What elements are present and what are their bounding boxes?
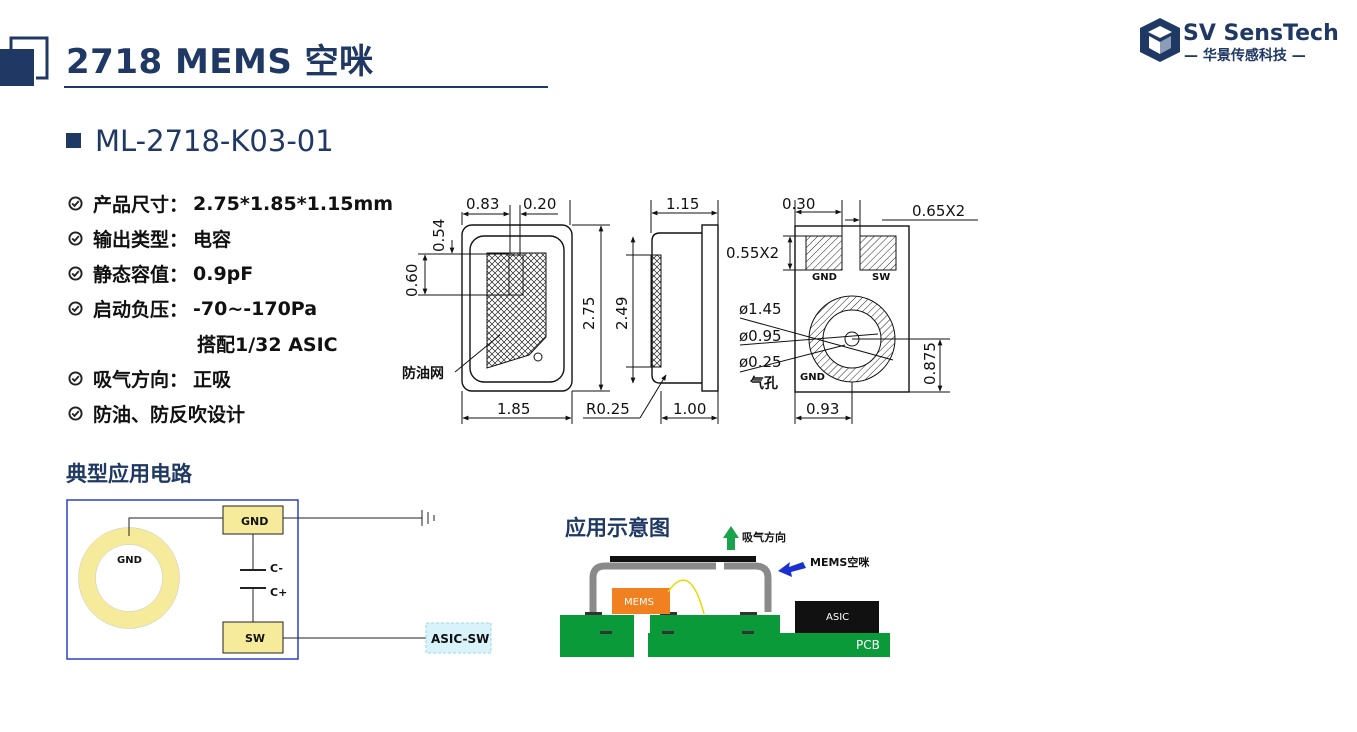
mesh-label: 防油网 [402, 365, 444, 382]
spec-value: 0.9pF [193, 262, 254, 285]
mic-ring [78, 527, 180, 629]
cap-plus-label: C+ [270, 586, 287, 599]
check-circle-icon [68, 266, 83, 281]
dim-030: 0.30 [782, 195, 815, 213]
spec-item: 输出类型： 电容 [68, 221, 408, 256]
asic-chip-label: ASIC [826, 612, 849, 623]
intake-label: 吸气方向 [742, 530, 786, 544]
company-logo: SV SensTech — 华景传感科技 — [1140, 18, 1339, 64]
dim-249: 2.49 [613, 297, 631, 330]
mems-label: MEMS空咪 [810, 555, 870, 569]
spec-label: 产品尺寸： [93, 194, 189, 216]
spec-label: 输出类型： [93, 229, 189, 251]
spec-label: 防油、防反吹设计 [93, 404, 246, 426]
dim-020: 0.20 [523, 195, 556, 213]
dim-275: 2.75 [580, 297, 598, 330]
pad-sw-label: SW [872, 272, 890, 283]
dim-060: 0.60 [403, 264, 421, 297]
spec-label: 吸气方向： [93, 369, 189, 391]
dim-r025: R0.25 [586, 400, 630, 418]
cap-minus-label: C- [270, 562, 283, 575]
bottom-view [739, 200, 978, 424]
dim-dia-025: ø0.25 [739, 353, 782, 371]
spec-item: 防油、防反吹设计 [68, 396, 408, 431]
dim-093: 0.93 [806, 400, 839, 418]
spec-value: -70~-170Pa [193, 297, 318, 320]
dim-0875: 0.875 [921, 342, 939, 385]
ring-gnd-label: GND [117, 555, 142, 566]
spec-item: 启动负压： -70~-170Pa [68, 291, 408, 326]
spec-item: 静态容值： 0.9pF [68, 256, 408, 291]
mic-lid [589, 562, 772, 612]
dim-054: 0.54 [430, 219, 448, 252]
pcb-left-top [560, 615, 634, 633]
check-circle-icon [68, 406, 83, 421]
spec-value: 正吸 [193, 369, 232, 391]
dim-100: 1.00 [673, 400, 706, 418]
typical-circuit: GND GND SW C- C+ ASIC-SW [66, 499, 492, 660]
check-circle-icon [68, 196, 83, 211]
asic-sw-label: ASIC-SW [431, 632, 489, 646]
side-view [626, 200, 719, 424]
mesh-cover [610, 556, 756, 562]
front-view [418, 200, 667, 424]
page-title: 2718 MEMS 空咪 [66, 42, 374, 82]
logo-brand: SV SensTech [1183, 21, 1339, 46]
mechanical-drawing: 0.83 0.20 0.54 0.60 2.75 1.85 R0.25 防油网 … [402, 195, 978, 424]
mems-pointer-arrow-icon [778, 562, 806, 577]
bullet-square-icon [66, 132, 81, 148]
ring-gnd-label: GND [800, 372, 825, 383]
pcb-label: PCB [856, 638, 880, 652]
gnd-pad-label: GND [241, 515, 268, 528]
mems-chip-label: MEMS [624, 597, 654, 608]
pcb-left-bottom [560, 633, 634, 657]
model-number: ML-2718-K03-01 [95, 124, 334, 158]
check-circle-icon [68, 301, 83, 316]
pad-gnd-label: GND [812, 272, 837, 283]
mems-chip [612, 588, 670, 614]
spec-item-continued: 搭配1/32 ASIC [68, 326, 408, 361]
spec-label: 启动负压： [93, 299, 189, 321]
spec-value: 2.75*1.85*1.15mm [193, 192, 394, 215]
check-circle-icon [68, 231, 83, 246]
sw-pad [222, 621, 284, 654]
circuit-title: 典型应用电路 [66, 462, 192, 486]
spec-label: 静态容值： [93, 264, 189, 286]
asic-sw-box [425, 622, 492, 654]
application-title: 应用示意图 [565, 516, 670, 540]
sw-pad-label: SW [245, 632, 265, 645]
dim-dia-145: ø1.45 [739, 300, 782, 318]
asic-chip [795, 601, 879, 633]
dim-185: 1.85 [497, 400, 530, 418]
corner-bracket-decoration [0, 36, 49, 86]
pcb-right-top [650, 615, 780, 633]
intake-arrow-icon [723, 526, 739, 550]
logo-mark-icon [1140, 18, 1180, 62]
spec-item: 产品尺寸： 2.75*1.85*1.15mm [68, 186, 408, 221]
dim-dia-095: ø0.95 [739, 327, 782, 345]
application-diagram: MEMS ASIC PCB 吸气方向 MEMS空咪 [560, 526, 890, 657]
port-label: 气孔 [749, 375, 778, 392]
bond-wire [667, 579, 705, 615]
model-heading: ML-2718-K03-01 [66, 124, 334, 158]
spec-value: 搭配1/32 ASIC [197, 334, 338, 356]
check-circle-icon [68, 371, 83, 386]
dim-083: 0.83 [466, 195, 499, 213]
spec-item: 吸气方向： 正吸 [68, 361, 408, 396]
logo-subtitle: — 华景传感科技 — [1184, 47, 1306, 64]
pcb-right-bottom [648, 633, 890, 657]
spec-list: 产品尺寸： 2.75*1.85*1.15mm 输出类型： 电容 静态容值： 0.… [68, 186, 408, 431]
dim-065x2: 0.65X2 [912, 202, 965, 220]
dim-055x2: 0.55X2 [726, 244, 779, 262]
spec-value: 电容 [193, 229, 232, 251]
gnd-pad [222, 505, 284, 535]
dim-115: 1.15 [666, 195, 699, 213]
title-underline [64, 86, 548, 88]
